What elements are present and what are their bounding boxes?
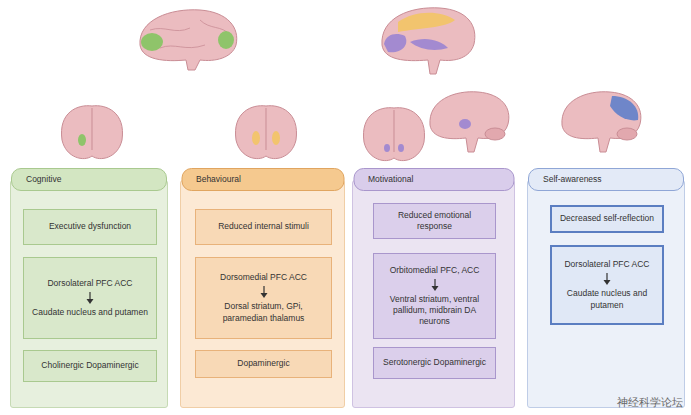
down-arrow xyxy=(430,278,440,292)
info-box: Executive dysfunction xyxy=(23,209,157,245)
box-text: Orbitomedial PFC, ACC xyxy=(390,265,480,276)
category-heading: Behavioural xyxy=(181,168,344,191)
info-box: Reduced internal stimuli xyxy=(195,209,332,245)
sagittal-brain xyxy=(562,92,641,152)
info-box: Decreased self-reflection xyxy=(550,205,664,233)
info-box: Reduced emotional response xyxy=(373,203,496,239)
box-text: Caudate nucleus and putamen xyxy=(32,307,148,318)
box-text: Cholinergic Dopaminergic xyxy=(41,360,138,371)
box-text: Reduced emotional response xyxy=(380,210,489,232)
box-text: Dorsomedial PFC ACC xyxy=(220,272,307,283)
info-box: Orbitomedial PFC, ACC Ventral striatum, v… xyxy=(373,253,496,339)
box-text: Caudate nucleus and putamen xyxy=(558,288,656,310)
category-panel: BehaviouralReduced internal stimuliDorso… xyxy=(180,180,345,408)
info-box: Cholinergic Dopaminergic xyxy=(23,350,157,382)
category-heading: Motivational xyxy=(353,168,514,191)
category-panel: Self-awarenessDecreased self-reflectionD… xyxy=(527,180,685,408)
box-text: Decreased self-reflection xyxy=(560,213,654,224)
box-text: Dorsolateral PFC ACC xyxy=(47,278,132,289)
box-text: Dopaminergic xyxy=(237,358,289,369)
category-heading: Self-awareness xyxy=(528,168,684,191)
box-text: Serotonergic Dopaminergic xyxy=(383,357,486,368)
info-box: Serotonergic Dopaminergic xyxy=(373,347,496,379)
box-text: Dorsal striatum, GPi, paramedian thalamu… xyxy=(202,301,325,323)
coronal-slice xyxy=(61,106,122,159)
info-box: Dorsolateral PFC ACC Caudate nucleus and … xyxy=(550,245,664,325)
category-heading: Cognitive xyxy=(11,168,167,191)
info-box: Dorsomedial PFC ACC Dorsal striatum, GPi,… xyxy=(195,257,332,339)
down-arrow xyxy=(85,291,95,305)
box-text: Ventral striatum, ventral pallidum, midb… xyxy=(380,294,489,327)
coronal-slice xyxy=(363,108,424,161)
info-box: Dopaminergic xyxy=(195,350,332,378)
coronal-slice xyxy=(235,106,296,159)
box-text: Dorsolateral PFC ACC xyxy=(564,259,649,270)
category-panel: CognitiveExecutive dysfunctionDorsolater… xyxy=(10,180,168,408)
sagittal-brain xyxy=(430,92,509,152)
lateral-brain xyxy=(140,10,237,70)
box-text: Executive dysfunction xyxy=(49,221,131,232)
down-arrow xyxy=(602,272,612,286)
category-panel: MotivationalReduced emotional responseOr… xyxy=(352,180,515,408)
down-arrow xyxy=(259,285,269,299)
box-text: Reduced internal stimuli xyxy=(218,221,309,232)
watermark: 神经科学论坛 xyxy=(617,395,683,410)
info-box: Dorsolateral PFC ACC Caudate nucleus and … xyxy=(23,257,157,339)
medial-brain xyxy=(382,8,475,74)
